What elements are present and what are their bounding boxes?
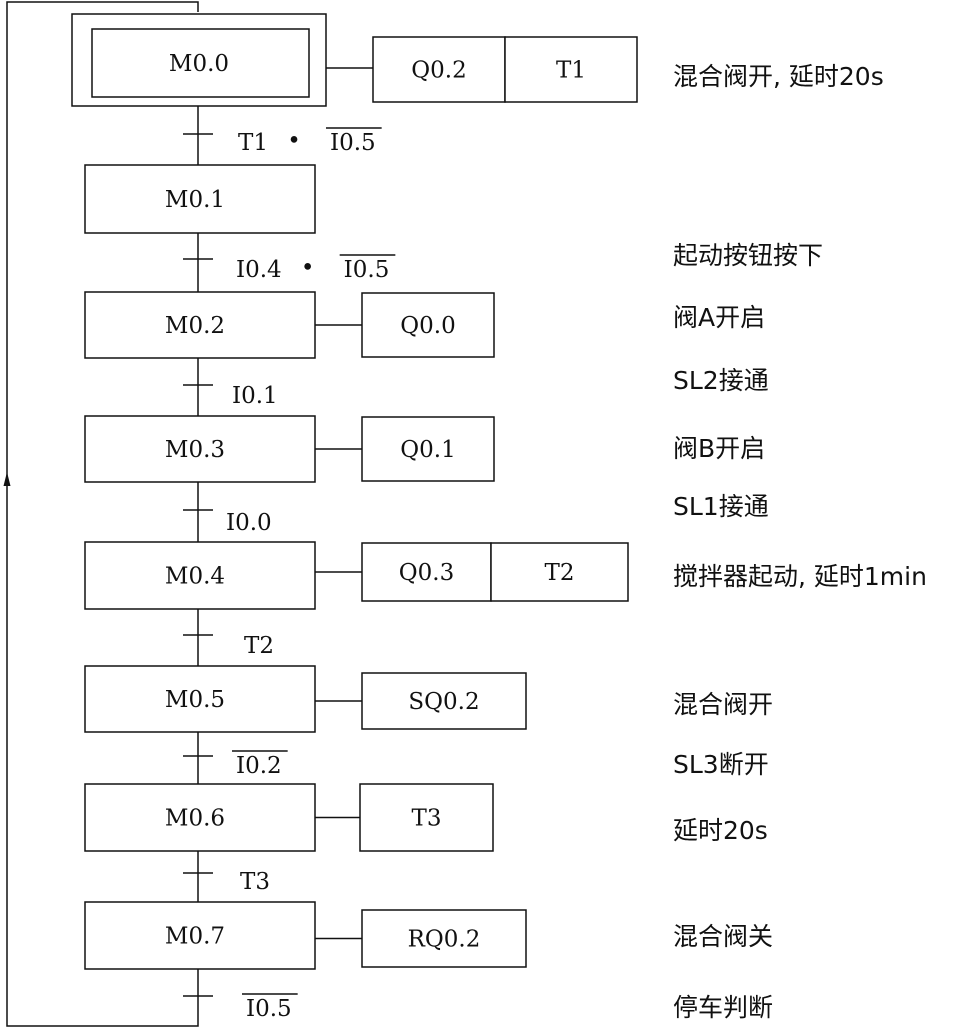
transition-note: 起动按钮按下 (673, 241, 823, 270)
action-label: Q0.2 (411, 58, 466, 84)
action-box (361, 542, 492, 602)
transition-condition: I0.2 (236, 753, 282, 779)
step-label: M0.1 (165, 187, 225, 213)
step-box (84, 164, 316, 234)
action-box (359, 783, 494, 852)
step-note: 延时20s (673, 816, 768, 845)
step-note: 阀B开启 (673, 434, 765, 463)
loop-back-line (6, 1, 199, 1027)
step-label: M0.0 (169, 51, 229, 77)
transition-note: 停车判断 (673, 993, 773, 1022)
step-box (84, 901, 316, 970)
step-box (84, 541, 316, 610)
transition-condition: I0.5 (330, 130, 376, 156)
step-note: 搅拌器起动, 延时1min (673, 562, 927, 591)
action-box (504, 36, 638, 103)
transition-condition: T3 (240, 869, 270, 895)
transition-note: SL1接通 (673, 492, 769, 521)
loop-arrow-icon (3, 472, 11, 486)
step-note: 混合阀开 (673, 690, 773, 719)
action-label: T3 (412, 806, 442, 832)
step-label: M0.6 (165, 806, 225, 832)
step-box (84, 291, 316, 359)
action-label: T1 (556, 58, 586, 84)
step-label: M0.2 (165, 313, 225, 339)
action-label: RQ0.2 (408, 927, 481, 953)
action-box (361, 416, 495, 482)
transition-condition: T2 (244, 633, 274, 659)
step-label: M0.3 (165, 437, 225, 463)
and-operator: • (287, 128, 301, 154)
transition-condition: I0.5 (344, 257, 390, 283)
transition-condition: I0.0 (226, 510, 272, 536)
and-operator: • (301, 255, 315, 281)
step-label: M0.5 (165, 687, 225, 713)
action-box (361, 672, 527, 730)
action-label: SQ0.2 (408, 689, 479, 715)
action-label: Q0.1 (400, 437, 455, 463)
action-box (361, 292, 495, 358)
transition-note: SL2接通 (673, 366, 769, 395)
action-box (490, 542, 629, 602)
step-box (84, 665, 316, 733)
transition-condition: I0.5 (246, 996, 292, 1022)
action-label: Q0.0 (400, 313, 455, 339)
step-label: M0.7 (165, 924, 225, 950)
transition-condition: I0.4 (236, 257, 282, 283)
action-box (361, 909, 527, 968)
step-note: 混合阀关 (673, 922, 773, 951)
initial-step-box (91, 28, 310, 98)
step-note: 阀A开启 (673, 303, 765, 332)
transition-note: SL3断开 (673, 750, 769, 779)
action-label: T2 (545, 560, 575, 586)
transition-condition: I0.1 (232, 383, 278, 409)
connection-lines (3, 1, 199, 1027)
step-note: 混合阀开, 延时20s (673, 62, 884, 91)
step-label: M0.4 (165, 564, 225, 590)
steps-layer: M0.0M0.1M0.2M0.3M0.4M0.5M0.6M0.7 (71, 13, 327, 970)
step-box (84, 415, 316, 483)
transition-condition: T1 (238, 130, 268, 156)
action-label: Q0.3 (399, 560, 454, 586)
